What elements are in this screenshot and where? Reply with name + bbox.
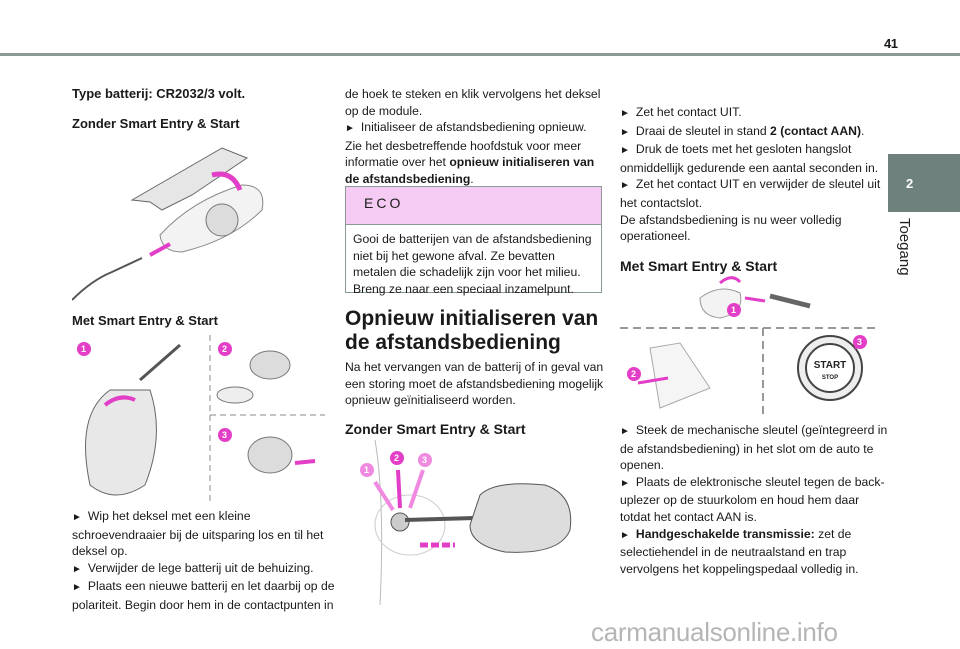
step-badge-3: 3	[218, 428, 232, 442]
svg-text:3: 3	[857, 337, 862, 347]
step-item: ►Draai de sleutel in stand 2 (contact AA…	[620, 123, 865, 138]
svg-text:1: 1	[364, 465, 369, 475]
figure-smart-key-battery: 1 2 3	[77, 335, 325, 505]
eco-box: ECO Gooi de batterijen van de afstandsbe…	[345, 186, 602, 296]
chapter-label: Toegang	[896, 218, 913, 276]
svg-text:2: 2	[222, 344, 227, 354]
reference-link[interactable]: opnieuw initialiseren van de afstandsbed…	[345, 155, 595, 186]
watermark[interactable]: carmanualsonline.info	[591, 617, 838, 647]
figure-smart-entry-start: START STOP 1 2 3	[620, 276, 878, 418]
eco-title: ECO	[346, 187, 601, 225]
svg-text:3: 3	[222, 430, 227, 440]
step-badge-2: 2	[390, 451, 404, 465]
svg-text:2: 2	[394, 453, 399, 463]
column-3: ►Zet het contact UIT. ►Draai de sleutel …	[620, 104, 888, 274]
svg-text:1: 1	[731, 305, 736, 315]
step-badge-1: 1	[77, 342, 91, 356]
eco-body: Gooi de batterijen van de afstandsbedien…	[353, 232, 592, 296]
step-item: ►Initialiseer de afstandsbediening opnie…	[345, 120, 587, 135]
figure-key-battery-replace	[72, 147, 264, 301]
page-number: 41	[884, 36, 898, 51]
column-2: de hoek te steken en klik vervolgens het…	[345, 86, 603, 188]
subheading-without-smart-entry: Zonder Smart Entry & Start	[345, 420, 526, 437]
subheading-with-smart-entry: Met Smart Entry & Start	[620, 257, 778, 274]
chapter-tab[interactable]: 2	[888, 154, 960, 212]
step-badge-1: 1	[727, 303, 741, 317]
step-badge-3: 3	[853, 335, 867, 349]
step-item: ►Plaats een nieuwe batterij en let daarb…	[72, 579, 335, 612]
header-rule	[0, 53, 960, 56]
conclusion-text: De afstandsbediening is nu weer volledig…	[620, 212, 842, 244]
chapter-number: 2	[906, 176, 914, 191]
step-badge-2: 2	[627, 367, 641, 381]
svg-text:1: 1	[81, 344, 86, 354]
column-1: Type batterij: CR2032/3 volt. Zonder Sma…	[72, 86, 337, 132]
figure-key-ignition: 1 2 3	[360, 440, 572, 605]
step-badge-1: 1	[360, 463, 374, 477]
heading-with-smart-entry: Met Smart Entry & Start	[72, 313, 218, 328]
battery-type: Type batterij: CR2032/3 volt.	[72, 86, 246, 101]
step-badge-2: 2	[218, 342, 232, 356]
col1-steps: ►Wip het deksel met een kleine schroeven…	[72, 508, 340, 614]
start-label: START	[814, 360, 847, 371]
section-intro: Na het vervangen van de batterij of in g…	[345, 360, 604, 408]
reference-text: Zie het desbetreffende hoofdstuk voor me…	[345, 138, 595, 186]
continued-text: de hoek te steken en klik vervolgens het…	[345, 87, 601, 118]
section-title: Opnieuw initialiseren van de afstandsbed…	[345, 307, 599, 354]
svg-text:3: 3	[422, 455, 427, 465]
step-item: ►Zet het contact UIT.	[620, 105, 742, 119]
step-badge-3: 3	[418, 453, 432, 467]
step-item: ►Druk de toets met het gesloten hangslot…	[620, 142, 879, 175]
step-item: ►Wip het deksel met een kleine schroeven…	[72, 509, 324, 559]
svg-text:2: 2	[631, 369, 636, 379]
step-item: ►Steek de mechanische sleutel (geïntegre…	[620, 423, 888, 473]
step-item: ►Plaats de elektronische sleutel tegen d…	[620, 474, 885, 524]
step-item: ►Handgeschakelde transmissie: zet de sel…	[620, 526, 859, 576]
col3-steps2: ►Steek de mechanische sleutel (geïntegre…	[620, 422, 888, 577]
step-item: ►Verwijder de lege batterij uit de behui…	[72, 560, 314, 575]
heading-without-smart-entry: Zonder Smart Entry & Start	[72, 115, 240, 131]
stop-label: STOP	[822, 375, 838, 381]
step-item: ►Zet het contact UIT en verwijder de sle…	[620, 177, 881, 210]
